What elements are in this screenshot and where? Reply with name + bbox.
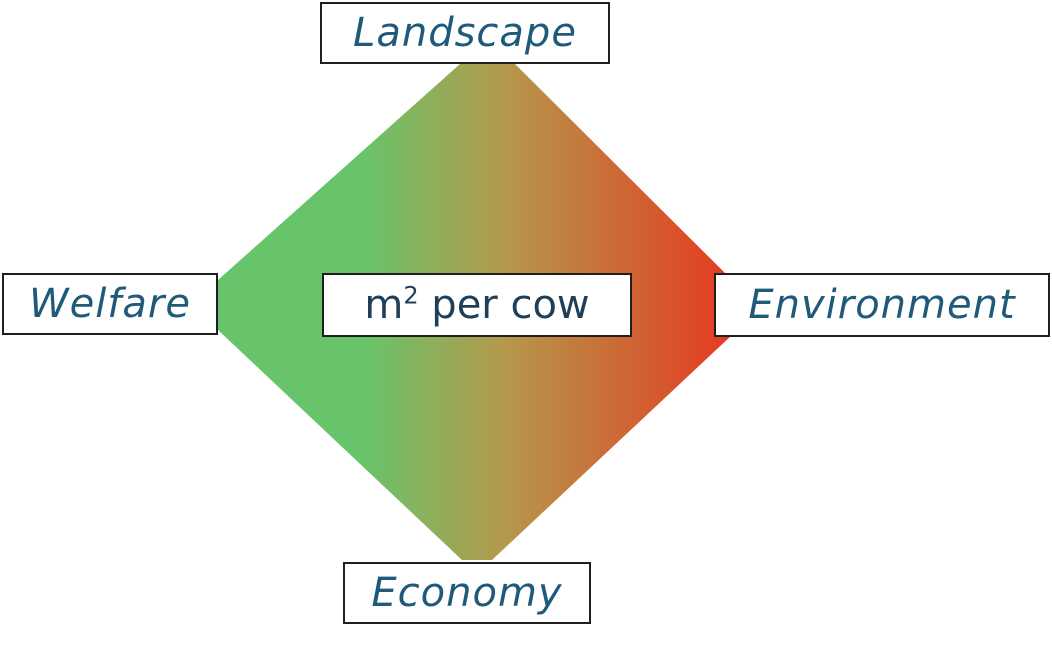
landscape-label-box: Landscape xyxy=(320,2,610,64)
environment-label: Environment xyxy=(748,282,1016,328)
landscape-label: Landscape xyxy=(353,10,577,56)
economy-label-box: Economy xyxy=(343,562,591,624)
environment-label-box: Environment xyxy=(714,273,1050,337)
center-label-box: m2 per cow xyxy=(322,273,632,337)
center-label: m2 per cow xyxy=(364,282,589,328)
welfare-label-box: Welfare xyxy=(2,273,218,335)
center-label-base: m xyxy=(364,282,404,328)
center-label-superscript: 2 xyxy=(403,281,419,310)
economy-label: Economy xyxy=(371,570,563,616)
welfare-label: Welfare xyxy=(29,281,191,327)
center-label-rest: per cow xyxy=(418,282,590,328)
